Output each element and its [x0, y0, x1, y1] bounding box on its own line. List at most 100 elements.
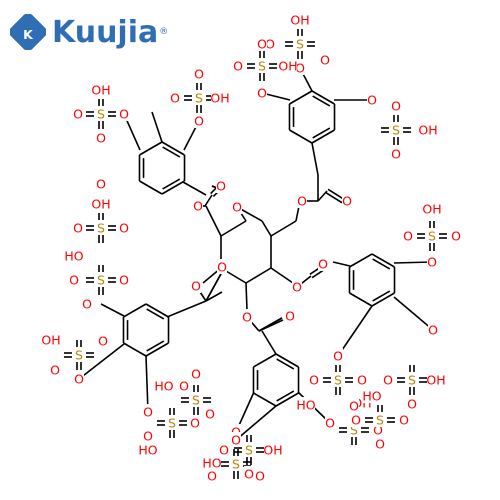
oxygen-atom-label: O	[373, 423, 383, 438]
bond	[270, 220, 297, 237]
bond	[123, 342, 147, 357]
atom-label-backdrop	[143, 404, 153, 419]
bond	[253, 392, 277, 407]
bond	[311, 142, 319, 176]
oxygen-atom-label: OH	[290, 13, 309, 28]
atom-label-backdrop	[257, 58, 267, 73]
atom-label-backdrop	[295, 36, 305, 51]
oxygen-atom-label: O	[407, 397, 417, 412]
oxygen-atom-label: O	[191, 279, 201, 294]
oxygen-atom-label: O	[207, 469, 217, 484]
atom-label-backdrop	[219, 442, 229, 457]
oxygen-atom-label: O	[193, 199, 203, 214]
bond	[317, 190, 328, 202]
atom-label-backdrop	[257, 85, 267, 100]
oxygen-atom-label: O	[320, 53, 330, 68]
oxygen-atom-label: O	[383, 373, 393, 388]
oxygen-atom-label: O	[427, 255, 437, 270]
oxygen-atom-label: O	[73, 107, 83, 122]
oxygen-atom-label: OH	[91, 197, 110, 212]
sulfur-atom-label: S	[408, 373, 416, 388]
oxygen-atom-label: OH	[263, 443, 282, 458]
sulfur-atom-label: S	[192, 393, 200, 408]
atom-label-backdrop	[342, 193, 352, 208]
sulfur-atom-label: S	[245, 443, 253, 458]
bond	[205, 205, 222, 237]
atom-label-backdrop	[320, 52, 330, 67]
oxygen-atom-label: OH	[418, 123, 437, 138]
sulfur-atom-label: S	[168, 416, 176, 431]
oxygen-atom-label: O	[82, 297, 92, 312]
bond	[270, 267, 294, 284]
oxygen-atom-label: O	[143, 429, 153, 444]
atom-label-backdrop	[279, 58, 297, 73]
atom-label-backdrop	[297, 193, 307, 208]
bond	[372, 290, 391, 302]
atom-label-backdrop	[96, 130, 106, 145]
atom-label-backdrop	[255, 468, 265, 483]
bond	[161, 141, 185, 156]
bond	[166, 300, 207, 318]
bond	[161, 180, 185, 195]
bond	[146, 340, 165, 352]
oxygen-atom-label: O	[119, 221, 129, 236]
oxygen-atom-label: O	[399, 413, 409, 428]
bond	[311, 90, 335, 105]
atom-label-backdrop	[194, 113, 204, 128]
atom-label-backdrop	[96, 272, 106, 287]
atom-label-backdrop	[119, 106, 129, 121]
atom-label-backdrop	[217, 259, 227, 274]
oxygen-atom-label: O	[391, 147, 401, 162]
atom-label-backdrop	[244, 466, 254, 481]
oxygen-atom-label: O	[309, 373, 319, 388]
bond	[289, 90, 313, 105]
atom-label-backdrop	[427, 372, 445, 387]
atom-label-backdrop	[391, 122, 401, 137]
oxygen-atom-label: O	[391, 99, 401, 114]
oxygen-atom-label: O	[216, 179, 226, 194]
bond	[182, 181, 207, 196]
atom-label-backdrop	[231, 432, 241, 447]
sulfur-atom-label: S	[232, 457, 240, 472]
oxygen-atom-label: O	[233, 59, 243, 74]
atom-label-backdrop	[96, 220, 106, 235]
oxygen-atom-label: OH	[422, 202, 441, 217]
oxygen-atom-label: HO	[154, 379, 173, 394]
atom-label-backdrop	[403, 228, 413, 243]
oxygen-atom-label: O	[194, 67, 204, 82]
atom-label-backdrop	[363, 388, 381, 403]
atom-label-backdrop	[291, 12, 309, 27]
atom-label-backdrop	[325, 415, 335, 430]
logo-text: Kuujia	[52, 14, 159, 50]
oxygen-atom-label: O	[143, 405, 153, 420]
bond	[371, 253, 395, 268]
sulfur-atom-label: S	[334, 373, 342, 388]
oxygen-atom-label: OH	[426, 373, 445, 388]
sulfur-atom-label: S	[392, 123, 400, 138]
oxygen-atom-label: O	[217, 260, 227, 275]
atom-label-backdrop	[96, 176, 106, 191]
atom-label-backdrop	[98, 333, 108, 348]
bond	[371, 292, 395, 307]
oxygen-atom-label: O	[257, 86, 267, 101]
bond	[123, 303, 147, 318]
oxygen-atom-label: O	[318, 257, 328, 272]
sulfur-atom-label: S	[195, 91, 203, 106]
atom-label-backdrop	[232, 199, 242, 214]
atom-label-backdrop	[42, 332, 60, 347]
atom-label-backdrop	[451, 228, 461, 243]
bond	[151, 111, 163, 143]
atom-label-backdrop	[367, 92, 377, 107]
atom-label-backdrop	[231, 456, 241, 471]
oxygen-atom-label: O	[285, 309, 295, 324]
atom-label-backdrop	[191, 366, 201, 381]
bond	[162, 146, 181, 158]
oxygen-atom-label: HO	[362, 389, 381, 404]
atom-label-backdrop	[292, 279, 302, 294]
atom-label-backdrop	[265, 36, 275, 51]
atom-label-backdrop	[375, 436, 385, 451]
oxygen-atom-label: O	[375, 437, 385, 452]
sulfur-atom-label: S	[75, 348, 83, 363]
atom-label-backdrop	[143, 428, 153, 443]
